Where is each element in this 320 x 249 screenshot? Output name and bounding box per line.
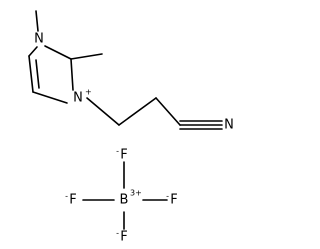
- charge-label-boron: 3+: [130, 189, 142, 198]
- bond-n1-methyl: [35, 10, 39, 32]
- bond-c4-c5-inner: [35, 59, 40, 89]
- bond-n1-c2: [44, 45, 72, 60]
- structure-diagram: N N + N B 3+ F - F - F - F -: [28, 10, 234, 245]
- atom-label-boron: B: [120, 193, 129, 208]
- bond-c2-methyl: [70, 53, 103, 60]
- charge-label-f-right: -: [166, 192, 169, 201]
- bond-n3-c4: [32, 91, 68, 104]
- atom-label-nitrile-n: N: [224, 118, 234, 133]
- bond-ch2-ch2b: [155, 97, 181, 126]
- bond-ch2-ch2: [118, 97, 157, 126]
- atom-label-f-bottom: F: [120, 230, 127, 245]
- bond-c2-n3: [70, 58, 74, 91]
- bond-c5-n1: [28, 46, 38, 57]
- bond-c4-c5: [28, 55, 34, 93]
- atom-label-f-left: F: [69, 193, 76, 208]
- charge-label-f-left: -: [65, 192, 68, 201]
- charge-label-f-bottom: -: [116, 229, 119, 238]
- atom-label-f-right: F: [170, 193, 177, 208]
- atom-label-n3: N: [73, 91, 83, 106]
- charge-label-cation: +: [85, 88, 92, 97]
- bond-n3-ch2: [86, 97, 120, 126]
- atom-label-n1: N: [34, 32, 44, 47]
- atom-label-f-top: F: [120, 148, 127, 163]
- charge-label-f-top: -: [116, 147, 119, 156]
